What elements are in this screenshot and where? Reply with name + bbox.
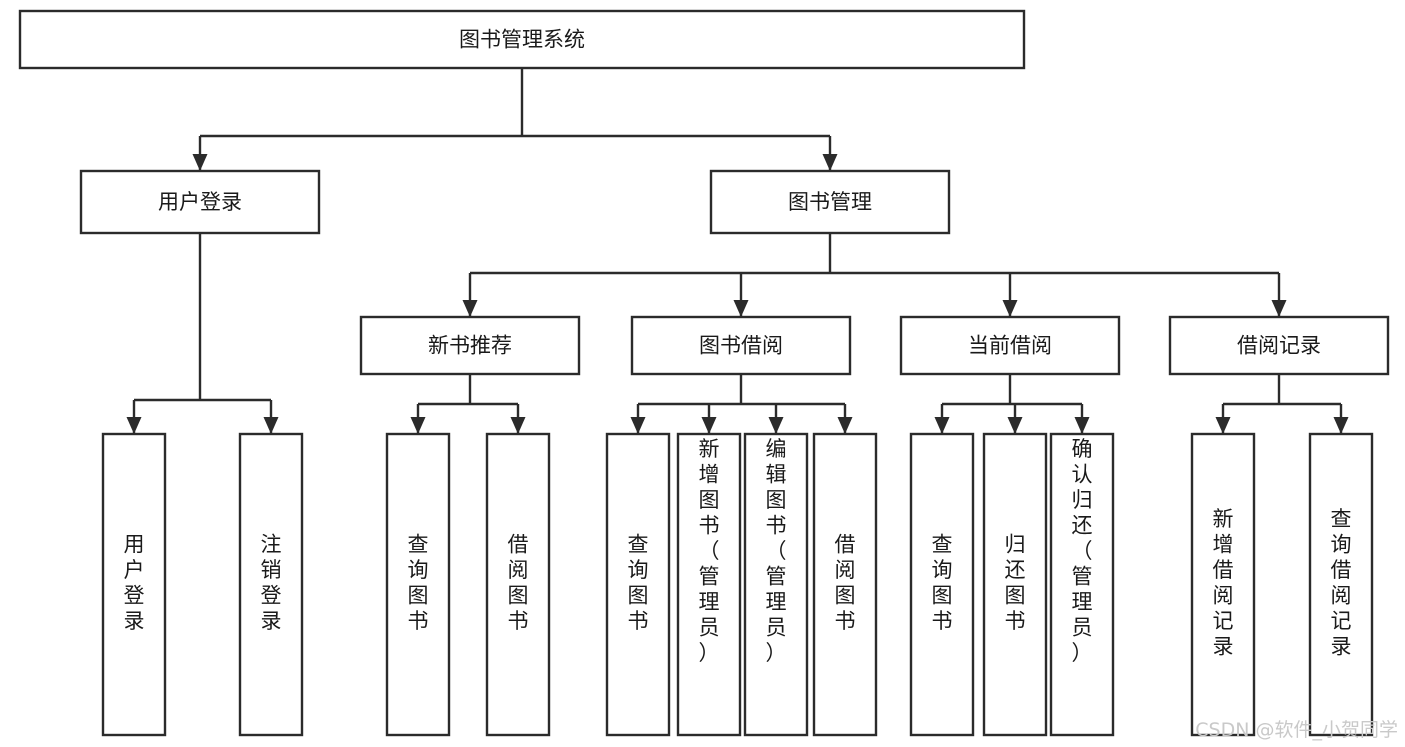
node-box-leaf-query-record xyxy=(1308,432,1374,737)
node-user-login[interactable]: 用户登录 xyxy=(79,169,321,235)
arrow-head-icon xyxy=(837,417,853,434)
node-leaf-edit-book[interactable]: 编辑图书（管理员） xyxy=(743,432,809,737)
arrow-head-icon xyxy=(410,417,426,434)
node-box-leaf-add-record xyxy=(1190,432,1256,737)
node-box-leaf-query-book-bb xyxy=(605,432,671,737)
node-leaf-add-record[interactable]: 新增借阅记录 xyxy=(1190,432,1256,737)
node-root[interactable]: 图书管理系统 xyxy=(18,9,1026,70)
arrow-head-icon xyxy=(733,300,749,317)
node-leaf-return-book[interactable]: 归还图书 xyxy=(982,432,1048,737)
node-box-book-borrow xyxy=(630,315,852,376)
node-box-leaf-query-book-cb xyxy=(909,432,975,737)
nodes-layer: 图书管理系统用户登录图书管理新书推荐图书借阅当前借阅借阅记录用户登录注销登录查询… xyxy=(18,9,1390,737)
node-label-leaf-user-login: 用户登录 xyxy=(124,533,145,634)
node-leaf-query-record[interactable]: 查询借阅记录 xyxy=(1308,432,1374,737)
node-box-leaf-return-book xyxy=(982,432,1048,737)
arrow-head-icon xyxy=(822,154,838,171)
node-label-borrow-record: 借阅记录 xyxy=(1237,334,1321,358)
node-label-leaf-add-record: 新增借阅记录 xyxy=(1213,507,1234,659)
node-box-leaf-query-book-nb xyxy=(385,432,451,737)
node-leaf-query-book-bb[interactable]: 查询图书 xyxy=(605,432,671,737)
node-label-leaf-borrow-book-bb: 借阅图书 xyxy=(835,533,856,634)
node-leaf-add-book[interactable]: 新增图书（管理员） xyxy=(676,432,742,737)
node-box-borrow-record xyxy=(1168,315,1390,376)
node-leaf-query-book-cb[interactable]: 查询图书 xyxy=(909,432,975,737)
node-box-new-book-recommend xyxy=(359,315,581,376)
arrow-head-icon xyxy=(1215,417,1231,434)
node-label-leaf-borrow-book-nb: 借阅图书 xyxy=(508,533,529,634)
node-label-current-borrow: 当前借阅 xyxy=(968,334,1052,358)
csdn-watermark: CSDN @软件_小贺同学 xyxy=(1195,719,1398,741)
node-box-leaf-add-book xyxy=(676,432,742,737)
node-box-user-login xyxy=(79,169,321,235)
arrow-head-icon xyxy=(192,154,208,171)
node-label-leaf-confirm-return: 确认归还（管理员） xyxy=(1072,437,1093,665)
node-box-book-management xyxy=(709,169,951,235)
node-box-leaf-confirm-return xyxy=(1049,432,1115,737)
node-box-leaf-user-login xyxy=(101,432,167,737)
arrow-head-icon xyxy=(126,417,142,434)
node-label-leaf-query-book-cb: 查询图书 xyxy=(932,533,953,634)
node-label-book-borrow: 图书借阅 xyxy=(699,334,783,358)
arrow-head-icon xyxy=(630,417,646,434)
node-label-root: 图书管理系统 xyxy=(459,28,585,52)
node-label-leaf-logout: 注销登录 xyxy=(261,533,282,634)
arrow-head-icon xyxy=(1271,300,1287,317)
node-book-management[interactable]: 图书管理 xyxy=(709,169,951,235)
arrow-head-icon xyxy=(934,417,950,434)
node-leaf-query-book-nb[interactable]: 查询图书 xyxy=(385,432,451,737)
node-box-leaf-logout xyxy=(238,432,304,737)
arrow-head-icon xyxy=(510,417,526,434)
node-label-leaf-add-book: 新增图书（管理员） xyxy=(699,437,720,665)
node-borrow-record[interactable]: 借阅记录 xyxy=(1168,315,1390,376)
node-leaf-user-login[interactable]: 用户登录 xyxy=(101,432,167,737)
node-box-root xyxy=(18,9,1026,70)
node-label-user-login: 用户登录 xyxy=(158,190,242,214)
node-box-leaf-edit-book xyxy=(743,432,809,737)
node-current-borrow[interactable]: 当前借阅 xyxy=(899,315,1121,376)
node-leaf-borrow-book-nb[interactable]: 借阅图书 xyxy=(485,432,551,737)
arrow-head-icon xyxy=(1074,417,1090,434)
node-box-leaf-borrow-book-bb xyxy=(812,432,878,737)
arrow-head-icon xyxy=(462,300,478,317)
node-box-leaf-borrow-book-nb xyxy=(485,432,551,737)
node-label-new-book-recommend: 新书推荐 xyxy=(428,334,512,358)
node-label-book-management: 图书管理 xyxy=(788,190,872,214)
connectors-layer xyxy=(126,68,1349,434)
node-leaf-borrow-book-bb[interactable]: 借阅图书 xyxy=(812,432,878,737)
node-label-leaf-return-book: 归还图书 xyxy=(1005,533,1026,634)
arrow-head-icon xyxy=(768,417,784,434)
arrow-head-icon xyxy=(701,417,717,434)
node-box-current-borrow xyxy=(899,315,1121,376)
node-label-leaf-query-record: 查询借阅记录 xyxy=(1331,507,1352,659)
arrow-head-icon xyxy=(1333,417,1349,434)
node-leaf-confirm-return[interactable]: 确认归还（管理员） xyxy=(1049,432,1115,737)
node-label-leaf-query-book-nb: 查询图书 xyxy=(408,533,429,634)
node-leaf-logout[interactable]: 注销登录 xyxy=(238,432,304,737)
arrow-head-icon xyxy=(1002,300,1018,317)
node-book-borrow[interactable]: 图书借阅 xyxy=(630,315,852,376)
node-new-book-recommend[interactable]: 新书推荐 xyxy=(359,315,581,376)
node-label-leaf-query-book-bb: 查询图书 xyxy=(628,533,649,634)
node-label-leaf-edit-book: 编辑图书（管理员） xyxy=(766,437,787,665)
arrow-head-icon xyxy=(263,417,279,434)
arrow-head-icon xyxy=(1007,417,1023,434)
